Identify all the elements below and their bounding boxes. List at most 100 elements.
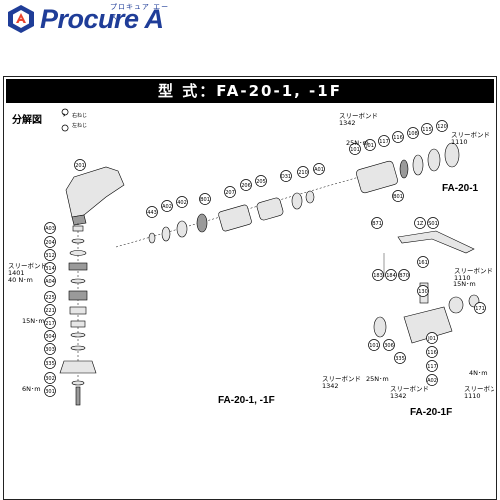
part-number-bubble: B01 [199, 193, 211, 205]
part-number-label: 306 [384, 343, 394, 349]
part-number-label: 120 [437, 124, 447, 130]
part-number-label: 116 [393, 135, 403, 141]
part-number-label: B01 [393, 194, 403, 200]
assembly-note-line1: 25N･m [366, 375, 389, 383]
part-number-bubble: 183 [372, 269, 384, 281]
part-number-label: 108 [408, 131, 418, 137]
part-number-label: 116 [427, 350, 437, 356]
model-title: 型 式：FA-20-1, -1F [6, 79, 494, 103]
part-number-label: D31 [281, 174, 291, 180]
angle-head-housing [65, 166, 125, 226]
procure-a-mark-icon [8, 5, 34, 33]
assembly-note-line1: スリーボンド [322, 375, 361, 383]
part-number-bubble: A03 [44, 222, 56, 234]
assembly-note-line2: 1401 [8, 269, 25, 277]
brand-kana: プロキュア エース [110, 3, 170, 21]
head-parts-stack [59, 225, 97, 406]
assembly-note-line1: スリーボンド [390, 385, 429, 393]
part-number-bubble: 335 [44, 357, 56, 369]
part-number-label: J01 [427, 336, 436, 342]
part-number-label: 204 [45, 240, 55, 246]
assembly-note: 4N･m [469, 369, 488, 377]
part-number-bubble: 1Z [414, 217, 426, 229]
part-number-label: 402 [177, 200, 187, 206]
part-number-label: 303 [45, 347, 55, 353]
part-number-label: A02 [162, 204, 172, 210]
part-number-label: 171 [475, 306, 485, 312]
part-number-bubble: 303 [44, 343, 56, 355]
part-number-bubble: 108 [407, 127, 419, 139]
part-number-bubble: A04 [44, 275, 56, 287]
part-number-label: 183 [373, 273, 383, 279]
model-label-lower: FA-20-1F [410, 407, 452, 418]
part-number-bubble: 335 [394, 352, 406, 364]
assembly-note-line2: 1342 [390, 392, 407, 400]
part-number-label: J01 [365, 143, 374, 149]
part-number-label: 101 [350, 147, 360, 153]
part-number-bubble: 217 [44, 317, 56, 329]
part-number-label: 335 [395, 356, 405, 362]
part-number-bubble: 207 [224, 186, 236, 198]
assembly-note: 15N･m [22, 317, 45, 325]
assembly-note: 15N･m [453, 280, 476, 288]
part-number-bubbles: 201A03204312314A042252212173043033353023… [44, 120, 486, 397]
part-number-bubble: 171 [474, 302, 486, 314]
assembly-note-line1: 4N･m [469, 369, 488, 377]
part-number-bubble: 101 [368, 339, 380, 351]
assembly-note-line1: 6N･m [22, 385, 41, 393]
part-number-bubble: 302 [44, 372, 56, 384]
assembly-note: 6N･m [22, 385, 41, 393]
part-number-bubble: 184 [385, 269, 397, 281]
assembly-note-line1: 15N･m [22, 317, 45, 325]
legend-right-thread: 右ねじ [72, 112, 87, 119]
main-shaft-parts [148, 190, 315, 244]
part-number-bubble: 117 [378, 135, 390, 147]
part-number-label: 314 [45, 266, 55, 272]
part-number-label: 101 [369, 343, 379, 349]
assembly-note-line1: スリーボンド [464, 385, 494, 393]
assembly-note-line1: 15N･m [453, 280, 476, 288]
part-number-bubble: A01 [313, 163, 325, 175]
part-number-label: 184 [386, 273, 396, 279]
part-number-bubble: B01 [392, 190, 404, 202]
part-number-bubble: 306 [383, 339, 395, 351]
motor-housing-upper [356, 142, 460, 194]
part-number-bubble: 120 [436, 120, 448, 132]
part-number-label: B01 [200, 197, 210, 203]
part-number-label: 1Z [417, 221, 424, 227]
part-number-label: 443 [147, 210, 157, 216]
assembly-note-line3: 40 N･m [8, 276, 33, 284]
part-number-label: 205 [256, 179, 266, 185]
part-number-bubble: B71 [371, 217, 383, 229]
part-number-bubble: A02 [426, 374, 438, 386]
part-number-label: 217 [45, 321, 55, 327]
part-number-label: 312 [45, 253, 55, 259]
assembly-note: 25N･m [346, 139, 369, 147]
part-number-bubble: 117 [426, 360, 438, 372]
part-number-label: A04 [45, 279, 55, 285]
brand-logo[interactable]: Procure A プロキュア エース [6, 2, 176, 42]
part-number-bubble: 115 [421, 123, 433, 135]
part-number-bubble: 101 [349, 143, 361, 155]
brand-name: Procure A [40, 4, 164, 34]
part-number-bubble: S01 [427, 217, 439, 229]
part-number-label: 302 [45, 376, 55, 382]
part-number-label: 301 [45, 389, 55, 395]
part-number-bubble: 116 [426, 346, 438, 358]
part-number-label: 117 [427, 364, 437, 370]
part-number-bubble: A02 [161, 200, 173, 212]
part-number-label: A03 [45, 226, 55, 232]
part-number-label: S01 [428, 221, 438, 227]
part-number-bubble: 312 [44, 249, 56, 261]
part-number-label: A02 [427, 378, 437, 384]
model-label-main: FA-20-1, -1F [218, 395, 275, 406]
assembly-note-line1: 25N･m [346, 139, 369, 147]
legend-left-thread: 左ねじ [72, 122, 87, 129]
assembly-note-line1: スリーボンド [451, 131, 490, 139]
part-number-label: 161 [418, 260, 428, 266]
